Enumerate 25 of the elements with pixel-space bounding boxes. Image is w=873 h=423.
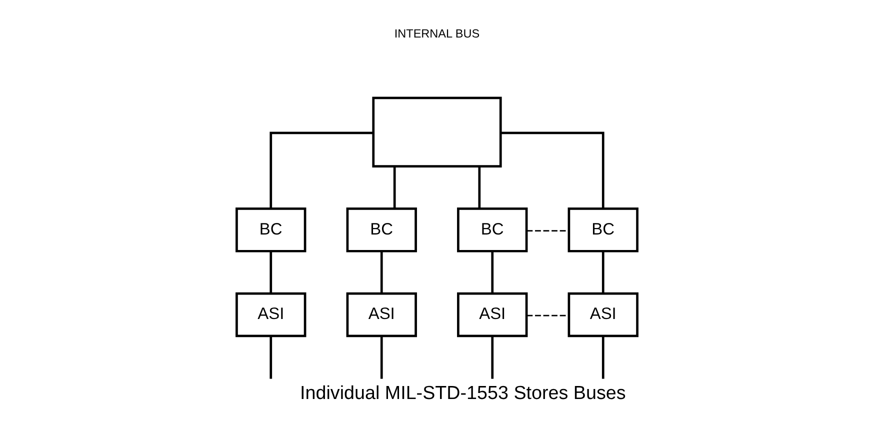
connector [526,230,568,232]
connector [380,336,382,379]
node-box: ASI [456,292,528,338]
connector [490,251,494,294]
node-box: BC [346,208,416,252]
caption: Individual MIL-STD-1553 Stores Buses [300,382,626,404]
connector [500,132,604,208]
node-box: BC [456,208,528,252]
connector [380,251,382,294]
node-box [372,96,502,168]
label: INTERNAL BUS [394,27,480,40]
node-box: ASI [346,292,416,338]
connector [269,251,272,294]
node-box: BC [567,208,638,252]
connector [601,251,604,294]
connector [392,166,396,209]
connector [601,336,604,379]
node-box: BC [235,208,306,252]
node-box: ASI [567,292,638,338]
node-box: ASI [235,292,306,338]
connector [478,166,480,209]
connector [490,336,494,379]
connector [269,132,373,208]
connector [526,314,568,316]
connector [269,336,272,379]
